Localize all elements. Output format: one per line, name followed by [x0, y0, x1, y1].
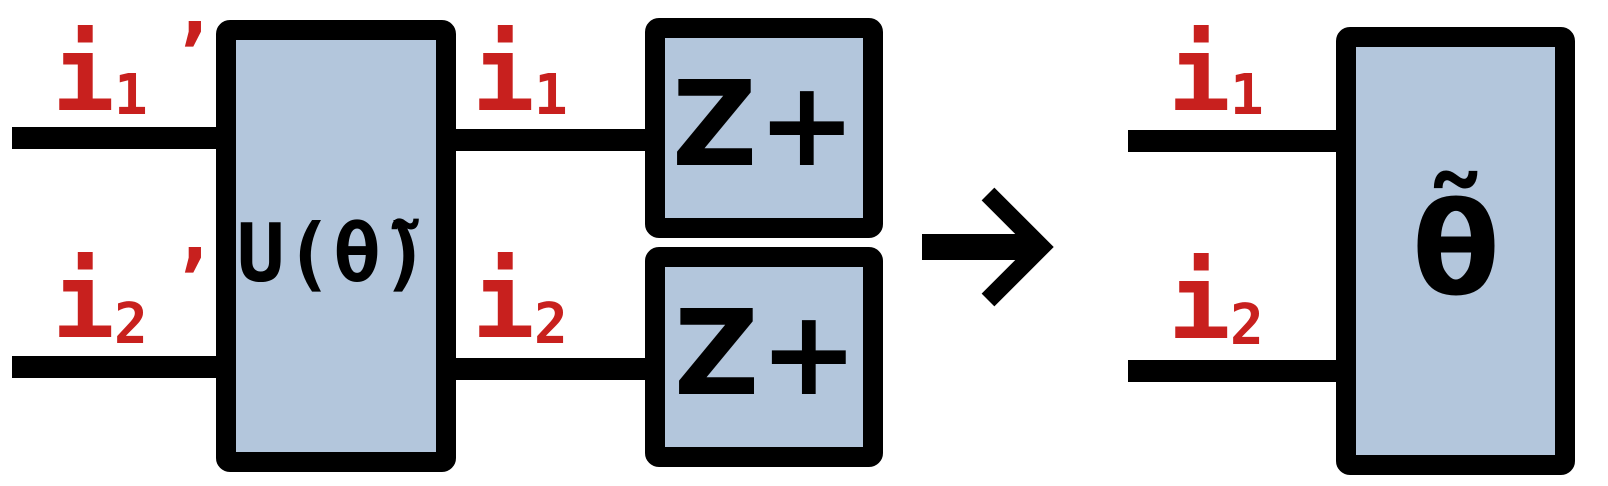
label-i1-primed-sub: 1	[114, 63, 148, 128]
label-i1-right: i 1	[1168, 13, 1264, 135]
label-i1-primed-base: i	[52, 13, 115, 135]
label-i2-mid: i 2	[472, 240, 568, 362]
projector-box-bottom	[645, 247, 883, 467]
label-i1-mid-sub: 1	[534, 63, 568, 128]
label-i2-right-base: i	[1168, 241, 1231, 363]
label-i2-primed-base: i	[52, 240, 115, 362]
right-arrow-icon	[922, 187, 1054, 307]
label-i2-mid-base: i	[472, 240, 535, 362]
label-i1-primed-prime: ’	[168, 8, 216, 101]
label-i1-right-sub: 1	[1230, 63, 1264, 128]
label-i2-right: i 2	[1168, 241, 1264, 363]
label-i2-primed: i 2 ’	[52, 234, 216, 362]
label-i2-primed-sub: 2	[114, 292, 148, 357]
label-i1-mid-base: i	[472, 13, 535, 135]
label-i2-right-sub: 2	[1230, 293, 1264, 358]
label-i1-primed: i 1 ’	[52, 8, 216, 135]
result-label: θ̃	[1412, 171, 1500, 325]
label-i2-primed-prime: ’	[168, 234, 216, 327]
label-i2-mid-sub: 2	[534, 292, 568, 357]
projector-top-label: Z+	[672, 55, 856, 193]
unitary-label: U(θ̃)	[237, 207, 430, 300]
label-i1-right-base: i	[1168, 13, 1231, 135]
unitary-box	[216, 20, 456, 472]
label-i1-mid: i 1	[472, 13, 568, 135]
result-box	[1336, 27, 1575, 475]
projector-box-top	[645, 18, 883, 238]
projector-bottom-label: Z+	[674, 284, 858, 422]
